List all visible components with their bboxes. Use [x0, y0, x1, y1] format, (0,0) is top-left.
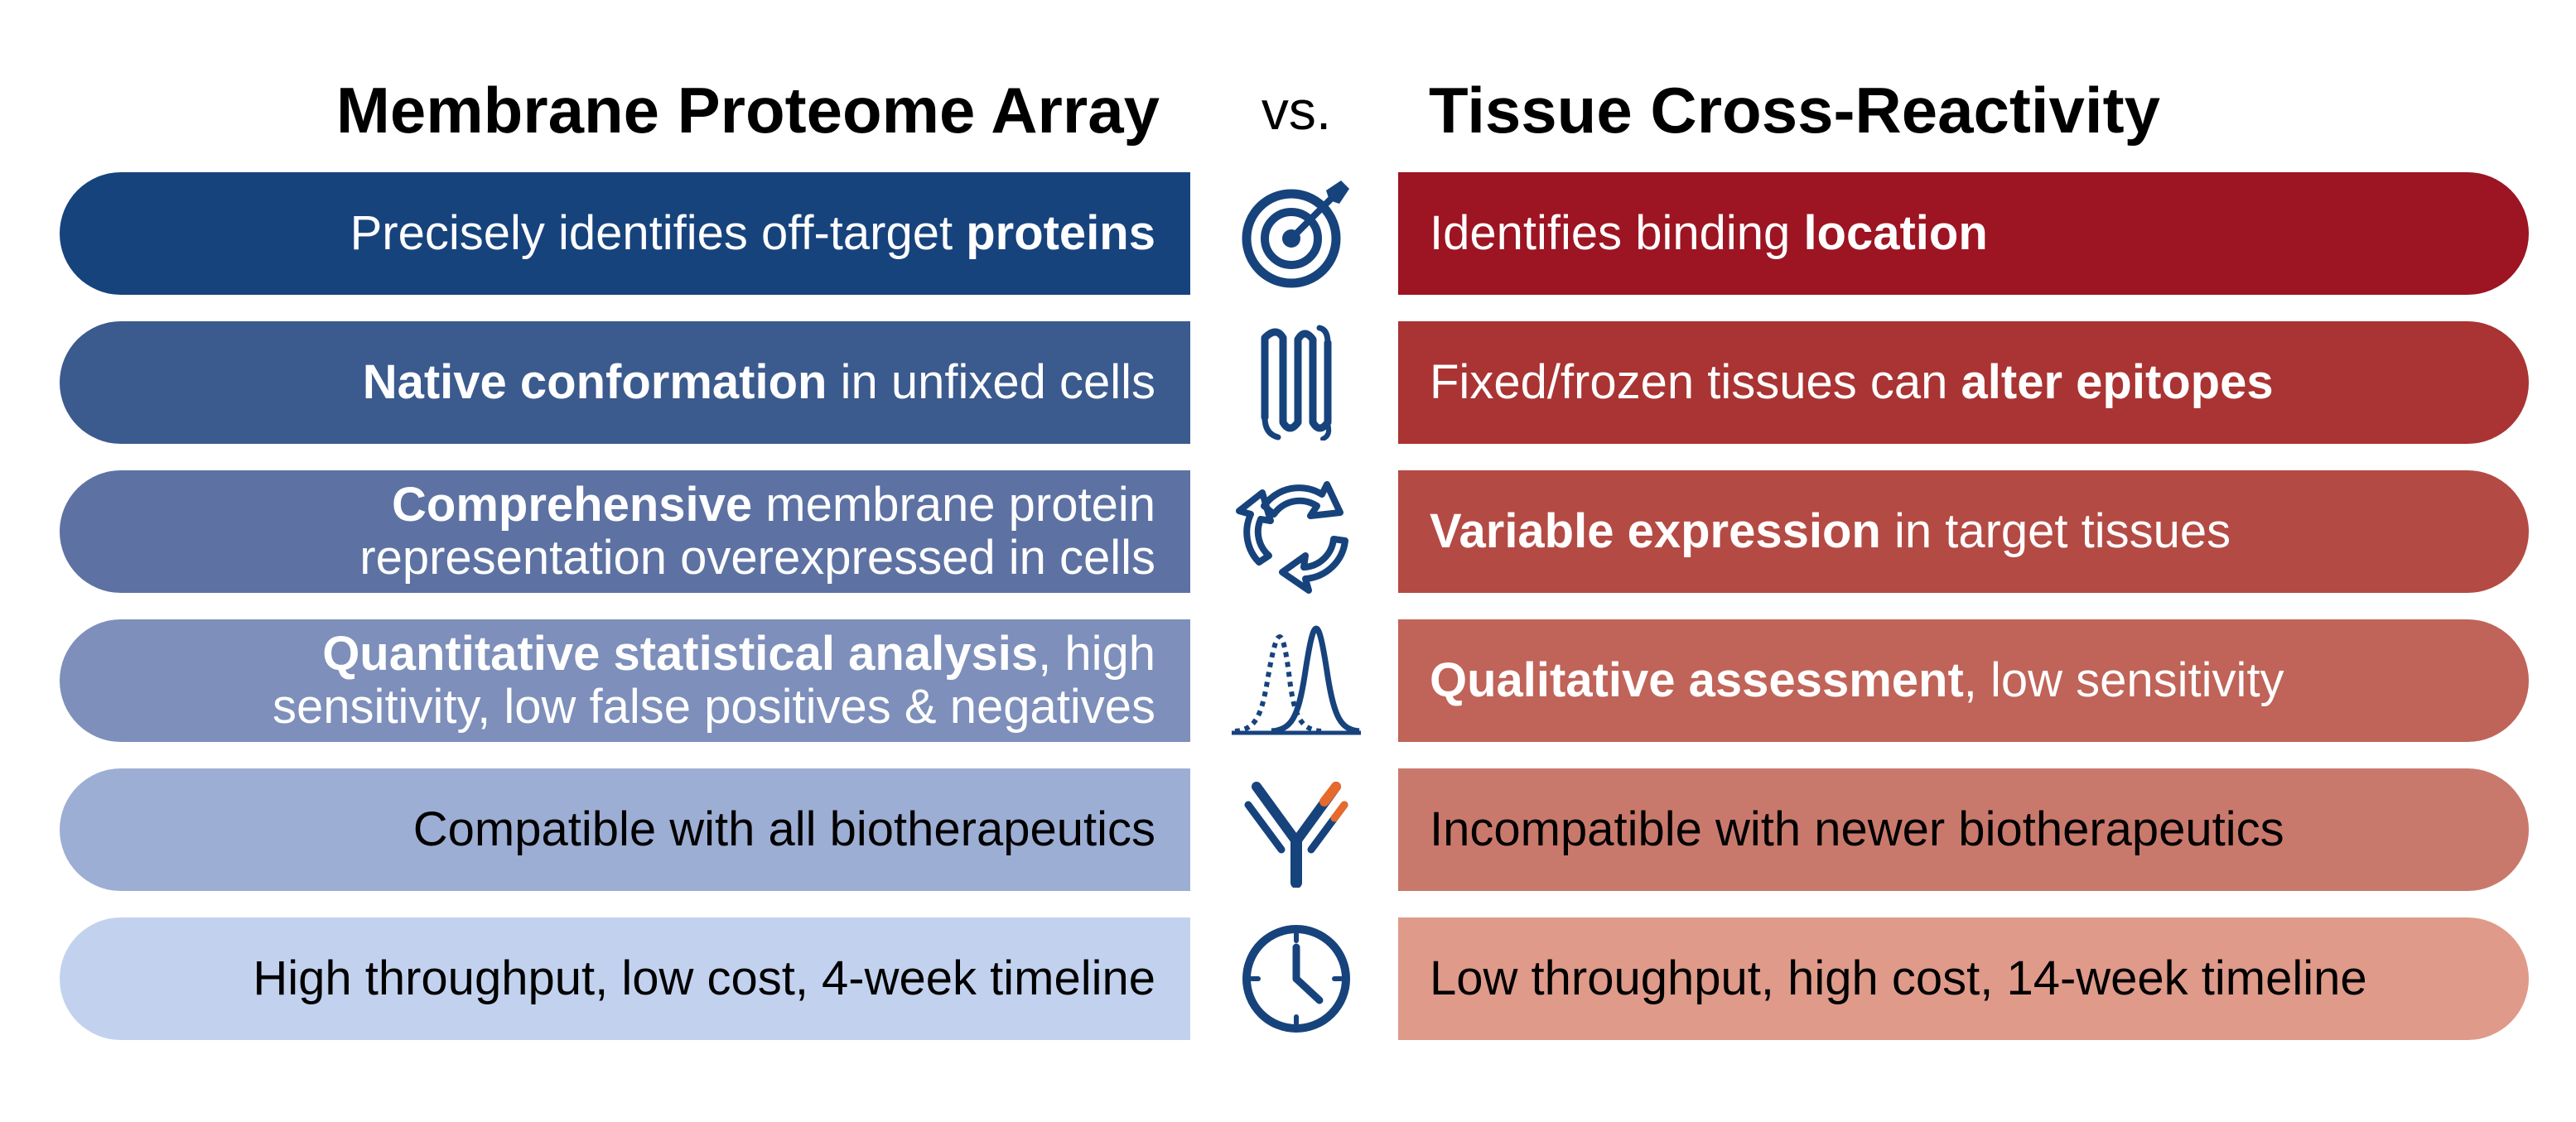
membrane-protein-icon [1230, 321, 1363, 444]
clock-icon [1230, 917, 1363, 1040]
right-pill-text: Incompatible with newer biotherapeutics [1430, 802, 2284, 856]
left-pill-text: High throughput, low cost, 4-week timeli… [253, 951, 1155, 1005]
left-pill-text: Compatible with all biotherapeutics [412, 802, 1155, 856]
left-pill-3: Comprehensive membrane protein represent… [60, 470, 1190, 593]
left-pill-text: Native conformation in unfixed cells [362, 355, 1155, 409]
left-pill-text: Comprehensive membrane protein represent… [359, 478, 1155, 585]
left-pill-text: Quantitative statistical analysis, high … [273, 627, 1155, 734]
left-title: Membrane Proteome Array [335, 74, 1160, 147]
right-pill-3: Variable expression in target tissues [1398, 470, 2529, 593]
left-pill-1: Precisely identifies off-target proteins [60, 172, 1190, 295]
right-pill-2: Fixed/frozen tissues can alter epitopes [1398, 321, 2529, 444]
right-pill-1: Identifies binding location [1398, 172, 2529, 295]
left-pill-6: High throughput, low cost, 4-week timeli… [60, 917, 1190, 1040]
left-pill-2: Native conformation in unfixed cells [60, 321, 1190, 444]
right-pill-text: Fixed/frozen tissues can alter epitopes [1430, 355, 2274, 409]
vs-label: vs. [1261, 79, 1332, 141]
right-pill-5: Incompatible with newer biotherapeutics [1398, 768, 2529, 891]
right-title: Tissue Cross-Reactivity [1429, 74, 2160, 147]
left-pill-text: Precisely identifies off-target proteins [350, 206, 1155, 260]
right-pill-text: Identifies binding location [1430, 206, 1988, 260]
cycle-arrows-icon [1230, 470, 1363, 594]
right-pill-4: Qualitative assessment, low sensitivity [1398, 619, 2529, 742]
antibody-icon [1230, 768, 1363, 891]
right-pill-text: Qualitative assessment, low sensitivity [1430, 653, 2284, 707]
left-pill-4: Quantitative statistical analysis, high … [60, 619, 1190, 742]
right-pill-text: Variable expression in target tissues [1430, 504, 2231, 558]
target-icon [1230, 172, 1363, 295]
left-pill-5: Compatible with all biotherapeutics [60, 768, 1190, 891]
distribution-peaks-icon [1230, 619, 1363, 742]
right-pill-text: Low throughput, high cost, 14-week timel… [1430, 951, 2367, 1005]
right-pill-6: Low throughput, high cost, 14-week timel… [1398, 917, 2529, 1040]
